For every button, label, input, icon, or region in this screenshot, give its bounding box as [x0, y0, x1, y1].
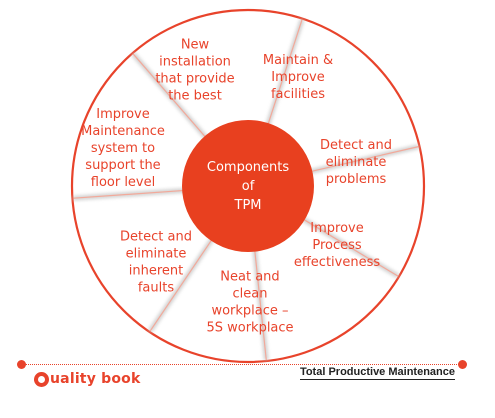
segment-label-line: inherent: [129, 264, 183, 279]
segment-label-line: Maintenance: [81, 124, 165, 139]
segment-label-line: 5S workplace: [206, 321, 293, 336]
spoke-divider: [266, 19, 303, 128]
segment-label-line: that provide: [155, 72, 234, 87]
spoke-divider: [149, 237, 214, 332]
spoke-divider: [132, 53, 208, 140]
segment-label-line: eliminate: [326, 155, 387, 170]
footer-divider: [26, 364, 463, 365]
segment-label-line: Detect and: [120, 230, 192, 245]
segment-new-installation: New installation that provide the best: [155, 38, 234, 104]
spoke-divider: [308, 146, 419, 173]
spoke-divider: [253, 247, 267, 361]
center-title-line: of: [242, 179, 255, 194]
segment-label-line: Detect and: [320, 138, 392, 153]
segment-label-line: installation: [159, 55, 231, 70]
segment-label-line: Maintain &: [263, 53, 333, 68]
center-hub: [182, 120, 314, 252]
segment-label-line: effectiveness: [294, 255, 381, 270]
segment-label-line: Improve: [271, 70, 324, 85]
center-title-line: Components: [207, 160, 289, 175]
segment-label-line: support the: [85, 158, 160, 173]
segment-label-line: floor level: [91, 175, 156, 190]
segment-label-line: Process: [312, 238, 362, 253]
footer-right-dot: [458, 360, 467, 369]
segment-detect-eliminate-problems: Detect and eliminate problems: [320, 138, 392, 187]
segment-label-line: workplace –: [211, 304, 288, 319]
q-logo-icon: [34, 371, 49, 387]
segment-neat-clean-workplace: Neat and clean workplace – 5S workplace: [206, 270, 293, 336]
segment-label-line: system to: [91, 141, 155, 156]
segment-label-line: problems: [326, 172, 387, 187]
brand-logo: uality book: [34, 368, 140, 390]
segment-label-line: Improve: [96, 107, 149, 122]
segment-label-line: faults: [138, 281, 174, 296]
segment-label-line: eliminate: [126, 247, 187, 262]
segment-label-line: the best: [168, 89, 222, 104]
footer-title: Total Productive Maintenance: [299, 366, 455, 380]
center-title-line: TPM: [234, 198, 262, 213]
segment-label-line: New: [181, 38, 210, 53]
spoke-divider: [73, 189, 187, 199]
spoke-divider: [300, 217, 399, 277]
segment-label-line: facilities: [271, 87, 325, 102]
brand-name: uality book: [50, 371, 141, 387]
footer-left-dot: [17, 360, 26, 369]
segment-label-line: Neat and: [220, 270, 279, 285]
segment-label-line: clean: [233, 287, 268, 302]
segment-maintain-improve-facilities: Maintain & Improve facilities: [263, 53, 333, 102]
segment-detect-eliminate-inherent-faults: Detect and eliminate inherent faults: [120, 230, 192, 296]
segment-label-line: Improve: [310, 221, 363, 236]
